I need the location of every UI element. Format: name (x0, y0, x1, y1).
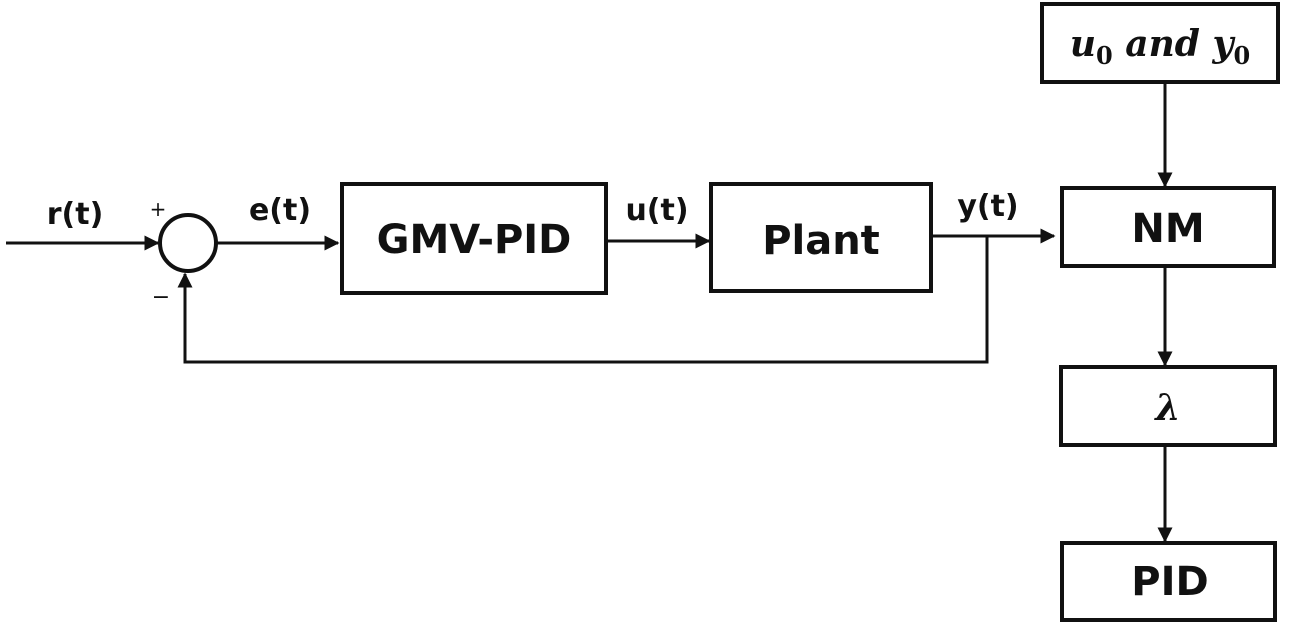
reference-label: r(t) (47, 197, 104, 232)
plant-label: Plant (762, 218, 880, 264)
control-label: u(t) (625, 193, 688, 228)
lambda-label: λ (1153, 387, 1180, 429)
minus-sign: − (152, 285, 170, 310)
initial-values-label: u0 and y0 (1070, 23, 1250, 70)
plus-sign: + (150, 197, 167, 221)
summing-junction (158, 213, 218, 273)
initial-values-block: u0 and y0 (1040, 2, 1280, 84)
feedback-path (177, 236, 989, 364)
controller-label: GMV-PID (377, 217, 572, 263)
pid-label: PID (1131, 559, 1208, 605)
plant-block: Plant (709, 182, 933, 293)
nm-block: NM (1060, 186, 1276, 268)
lambda-block: λ (1059, 365, 1277, 447)
nm-label: NM (1131, 206, 1204, 252)
output-label: y(t) (957, 189, 1018, 224)
error-label: e(t) (249, 193, 311, 228)
controller-block: GMV-PID (340, 182, 608, 295)
pid-block: PID (1060, 541, 1277, 622)
